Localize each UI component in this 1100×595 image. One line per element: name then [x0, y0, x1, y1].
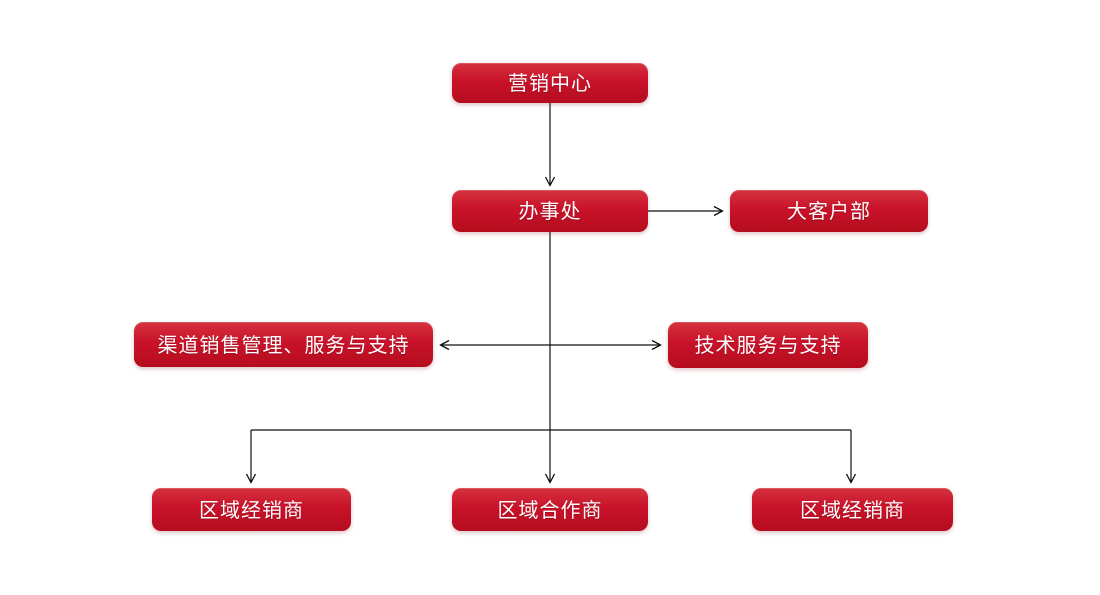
node-regional-distributor-right: 区域经销商 — [752, 488, 953, 531]
node-marketing-center: 营销中心 — [452, 63, 648, 103]
node-key-account-dept: 大客户部 — [730, 190, 928, 232]
node-regional-partner: 区域合作商 — [452, 488, 648, 531]
node-office: 办事处 — [452, 190, 648, 232]
node-regional-distributor-left: 区域经销商 — [152, 488, 351, 531]
node-channel-sales-service-support: 渠道销售管理、服务与支持 — [134, 322, 433, 367]
node-technical-service-support: 技术服务与支持 — [668, 322, 868, 368]
